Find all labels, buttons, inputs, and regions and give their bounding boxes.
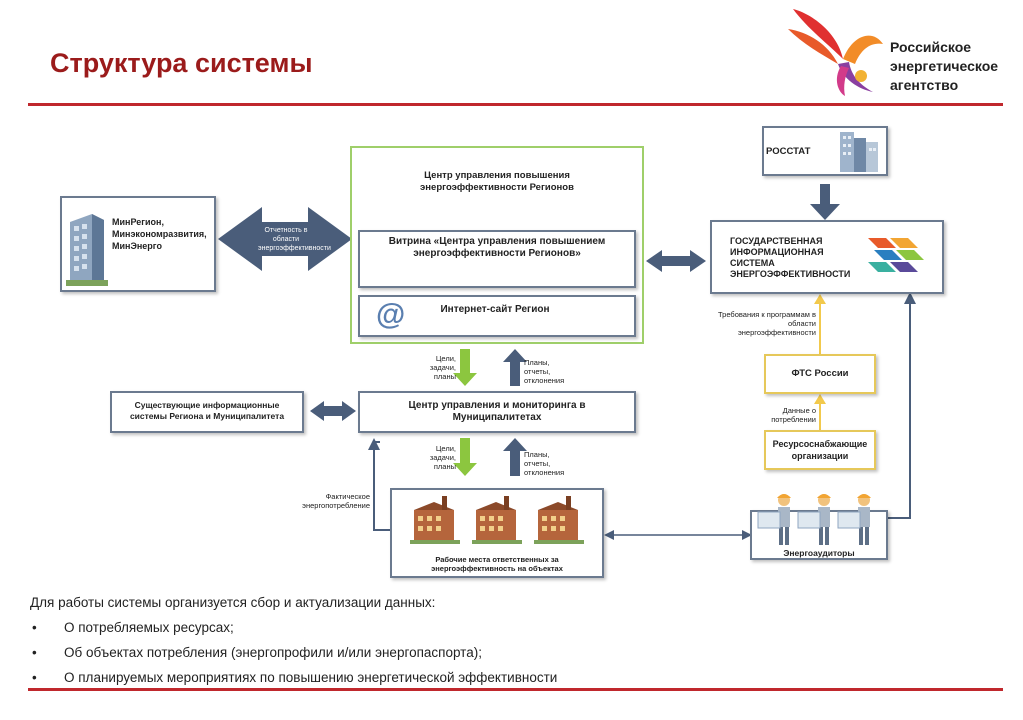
fts-text: ФТС России <box>791 368 849 379</box>
logo-bird-icon <box>788 9 883 96</box>
arrow-goals-1 <box>453 349 477 386</box>
fakt-label: Фактическое энергопотребление <box>302 492 370 510</box>
bottom-item-3: О планируемых мероприятиях по повышению … <box>64 670 558 685</box>
logo-text: Российское энергетическое агентство <box>890 38 998 95</box>
bullet-2: • <box>32 645 37 660</box>
auditors-text: Энергоаудиторы <box>783 548 855 558</box>
goals-label-1: Цели, задачи, планы <box>429 354 456 381</box>
rosstat-text: РОССТАТ <box>766 146 811 157</box>
bullet-1: • <box>32 620 37 635</box>
plans-label-1: Планы, отчеты, отклонения <box>524 358 565 385</box>
fts-box <box>764 354 876 394</box>
center-munic-box <box>358 391 636 433</box>
double-arrow-otchetnost <box>218 207 352 271</box>
double-arrow-gis <box>646 250 706 272</box>
minregion-text: МинРегион, Минэкономразвития, МинЭнерго <box>112 217 207 251</box>
rabochie-text: Рабочие места ответственных за энергоэфф… <box>431 555 563 573</box>
arrow-plans-1 <box>503 349 527 386</box>
goals-label-2: Цели, задачи, планы <box>429 444 456 471</box>
bottom-item-1: О потребляемых ресурсах; <box>64 620 234 635</box>
gis-logo-icon <box>868 238 924 272</box>
vitrina-text: Витрина «Центра управления повышением эн… <box>388 236 606 259</box>
internet-box <box>358 295 636 337</box>
center-munic-text: Центр управления и мониторинга в Муницип… <box>408 400 586 423</box>
otchetnost-label: Отчетность в области энергоэффективности <box>258 227 331 252</box>
dannye-label: Данные о потреблении <box>771 406 816 424</box>
gis-text: ГОСУДАРСТВЕННАЯ ИНФОРМАЦИОННАЯ СИСТЕМА Э… <box>730 236 851 279</box>
vitrina-box <box>358 230 636 288</box>
resurs-box <box>764 430 876 470</box>
logo-line-3: агентство <box>890 77 959 93</box>
at-sign-icon: @ <box>376 298 406 331</box>
resurs-text: Ресурсоснабжающие организации <box>772 439 868 461</box>
building-icon-rosstat <box>840 132 878 172</box>
existing-text: Существующие информационные системы Реги… <box>129 400 285 421</box>
plans-label-2: Планы, отчеты, отклонения <box>524 450 565 477</box>
arrow-rosstat-gis <box>810 184 840 220</box>
logo-line-1: Российское <box>890 39 972 55</box>
bottom-intro: Для работы системы организуется сбор и а… <box>30 595 436 610</box>
internet-text: Интернет-сайт Регион <box>440 304 550 315</box>
logo-line-2: энергетическое <box>890 58 999 74</box>
arrow-goals-2 <box>453 438 477 476</box>
building-icon <box>66 214 108 286</box>
top-divider <box>28 103 1003 106</box>
page-title: Структура системы <box>50 48 313 78</box>
bottom-item-2: Об объектах потребления (энергопрофили и… <box>64 645 482 660</box>
center-title: Центр управления повышения энергоэффекти… <box>420 170 574 193</box>
factory-icon <box>410 496 584 544</box>
worker-icon <box>757 493 872 546</box>
bullet-3: • <box>32 670 37 685</box>
line-fakt <box>373 441 390 531</box>
existing-box <box>110 391 304 433</box>
bottom-divider <box>28 688 1003 691</box>
arrow-plans-2 <box>503 438 527 476</box>
double-arrow-existing <box>310 401 356 421</box>
trebovaniya-label: Требования к программам в области энерго… <box>718 310 816 337</box>
